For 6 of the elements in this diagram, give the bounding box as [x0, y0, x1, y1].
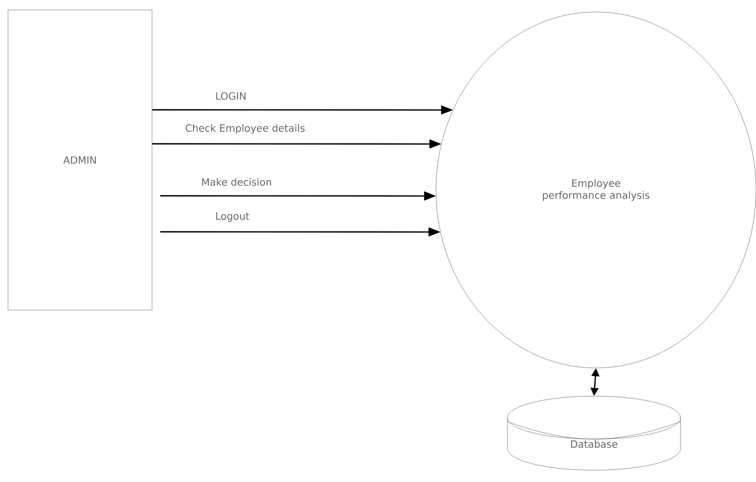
edge-label: LOGIN: [214, 91, 248, 101]
database-cylinder: Database: [507, 396, 681, 470]
edge-label: Make decision: [200, 177, 273, 187]
edge-label: Logout: [214, 211, 250, 223]
entity-box: ADMIN: [8, 10, 152, 310]
edge-label: Check Employee details: [184, 123, 306, 135]
